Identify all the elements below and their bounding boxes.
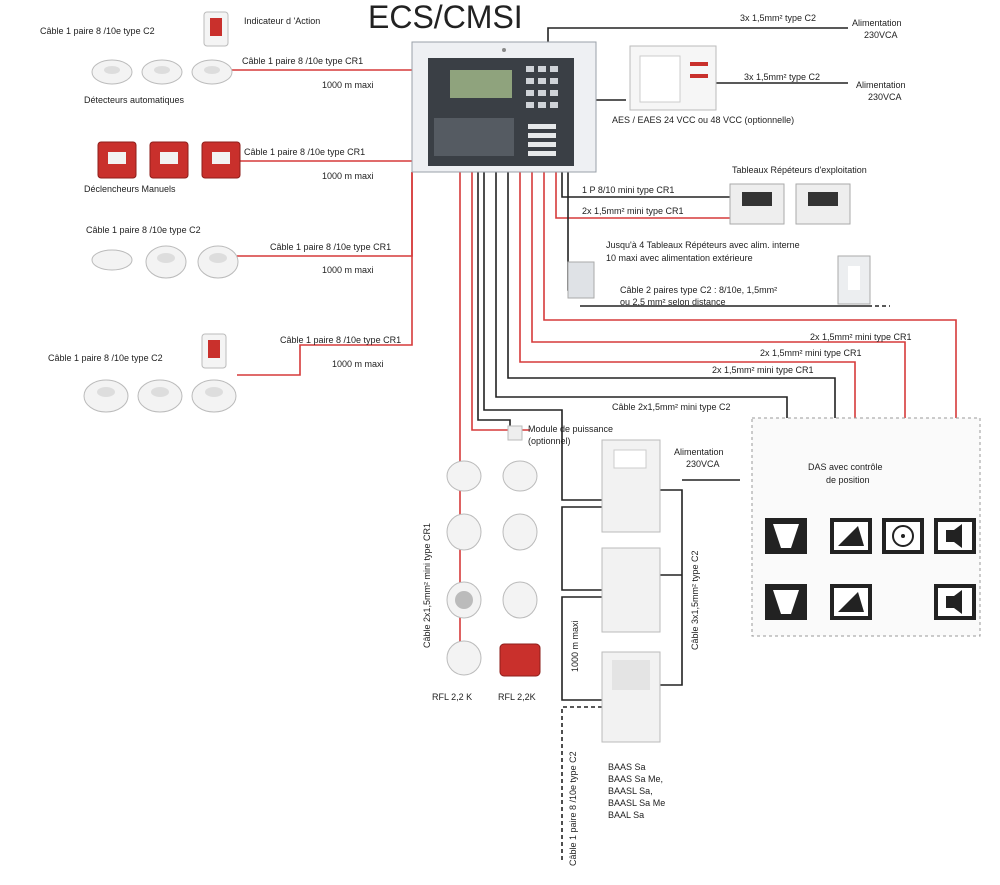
repeater-panels [729, 183, 851, 225]
sounder-icon [934, 518, 976, 554]
baas-list-2: BAASL Sa, [608, 786, 653, 796]
rfl-label-2: RFL 2,2K [498, 692, 536, 702]
repeaters-title: Tableaux Répéteurs d'exploitation [732, 165, 867, 175]
module-label-1: Module de puissance [528, 424, 613, 434]
repeater-cable-3b: ou 2,5 mm² selon distance [620, 297, 726, 307]
group3-distance: 1000 m maxi [322, 265, 374, 275]
baas-distance-label: 1000 m maxi [570, 620, 580, 672]
baas-list-4: BAAL Sa [608, 810, 644, 820]
group2-devices-label: Déclencheurs Manuels [84, 184, 176, 194]
rfl-label-1: RFL 2,2 K [432, 692, 472, 702]
diagram-title: ECS/CMSI [368, 0, 523, 35]
damper-icon [830, 518, 872, 554]
group2-distance: 1000 m maxi [322, 171, 374, 181]
detectors-group-3 [91, 245, 239, 279]
das-devices [765, 518, 976, 620]
baas-list-1: BAAS Sa Me, [608, 774, 663, 784]
repeater-boxes [567, 255, 871, 305]
group3-cable-label: Câble 1 paire 8 /10e type CR1 [270, 242, 391, 252]
indicator-label: Indicateur d 'Action [244, 16, 320, 26]
group1-pair-label: Câble 1 paire 8 /10e type C2 [40, 26, 155, 36]
baas-power-label-1: Alimentation [674, 447, 724, 457]
group1-cable-label: Câble 1 paire 8 /10e type CR1 [242, 56, 363, 66]
sounder-icon-2 [934, 584, 976, 620]
group4-distance: 1000 m maxi [332, 359, 384, 369]
power2-label-1: Alimentation [856, 80, 906, 90]
repeater-cable-3a: Câble 2 paires type C2 : 8/10e, 1,5mm² [620, 285, 777, 295]
damper-icon-2 [830, 584, 872, 620]
das-cable-2: 2x 1,5mm² mini type CR1 [760, 348, 862, 358]
repeater-cable-2: 2x 1,5mm² mini type CR1 [582, 206, 684, 216]
manual-call-points [97, 141, 241, 179]
fire-door-icon [765, 518, 807, 554]
module-label-2: (optionnel) [528, 436, 571, 446]
group4-pair-label: Câble 1 paire 8 /10e type C2 [48, 353, 163, 363]
baas-devices [601, 439, 661, 743]
group1-distance: 1000 m maxi [322, 80, 374, 90]
group4-cable-label: Câble 1 paire 8 /10e type CR1 [280, 335, 401, 345]
automatic-detectors [91, 59, 233, 85]
power1-cable-label: 3x 1,5mm² type C2 [740, 13, 816, 23]
power-supply-cabinet [629, 45, 717, 111]
baas-list-0: BAAS Sa [608, 762, 646, 772]
fire-door-icon-2 [765, 584, 807, 620]
power2-cable-label: 3x 1,5mm² type C2 [744, 72, 820, 82]
fan-icon [882, 518, 924, 554]
baas-cable-label: Câble 2x1,5mm² mini type C2 [612, 402, 731, 412]
action-indicator [203, 11, 229, 47]
repeater-note-2: 10 maxi avec alimentation extérieure [606, 253, 753, 263]
das-cable-3: 2x 1,5mm² mini type CR1 [712, 365, 814, 375]
aes-label: AES / EAES 24 VCC ou 48 VCC (optionnelle… [612, 115, 794, 125]
sounder-cable-label: Câble 2x1,5mm² mini type CR1 [422, 523, 432, 648]
power1-label-1: Alimentation [852, 18, 902, 28]
group1-devices-label: Détecteurs automatiques [84, 95, 185, 105]
pair-c2-vertical-label: Câble 1 paire 8 /10e type C2 [568, 751, 578, 866]
action-indicator-2 [201, 333, 227, 369]
sounder-devices [446, 425, 541, 677]
das-label-2: de position [826, 475, 870, 485]
baas-power-label-2: 230VCA [686, 459, 720, 469]
group2-cable-label: Câble 1 paire 8 /10e type CR1 [244, 147, 365, 157]
baas-c2-cable-label: Câble 3x1,5mm² type C2 [690, 550, 700, 650]
group3-pair-label: Câble 1 paire 8 /10e type C2 [86, 225, 201, 235]
repeater-cable-1: 1 P 8/10 mini type CR1 [582, 185, 674, 195]
power1-label-2: 230VCA [864, 30, 898, 40]
control-panel [411, 41, 597, 173]
repeater-note-1: Jusqu'à 4 Tableaux Répéteurs avec alim. … [606, 240, 800, 250]
power2-label-2: 230VCA [868, 92, 902, 102]
das-cable-1: 2x 1,5mm² mini type CR1 [810, 332, 912, 342]
baas-list-3: BAASL Sa Me [608, 798, 665, 808]
das-label-1: DAS avec contrôle [808, 462, 883, 472]
detectors-group-4 [83, 379, 237, 413]
